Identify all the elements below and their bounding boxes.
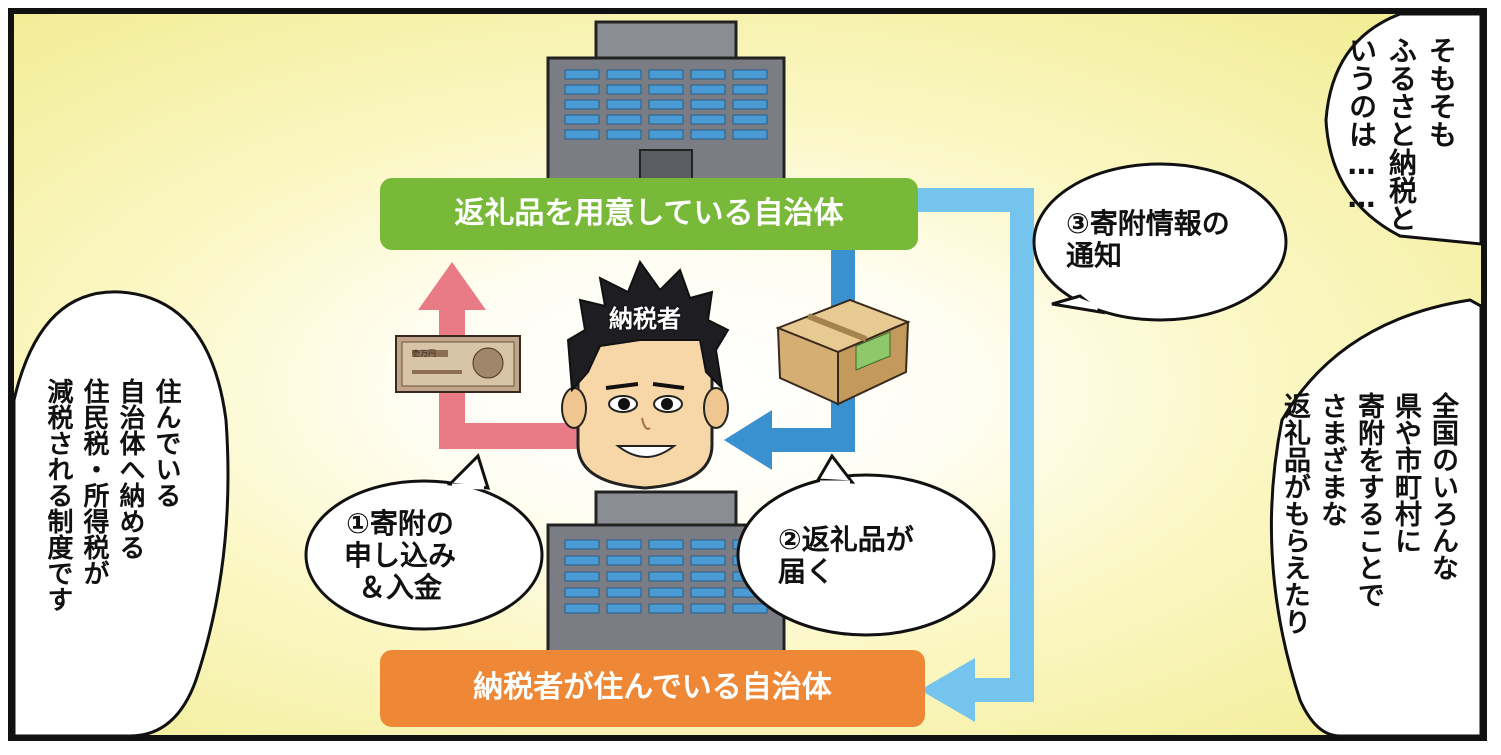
- narration-top-right-text: そもそも ふるさと納税と いうのは……: [1345, 36, 1458, 232]
- bubble-step3-text: ③寄附情報の 通知: [1066, 207, 1230, 273]
- bubble-step1-text: ①寄附の 申し込み ＆入金: [344, 507, 457, 605]
- speech-bubble-step3: [1032, 162, 1288, 322]
- narration-bottom-right-text: 全国のいろんな 県や市町村に 寄附をすることで さまざまな 返礼品がもらえたり: [1279, 392, 1458, 635]
- building-top-icon: [546, 20, 786, 185]
- narration-bubble-left: [12, 290, 230, 738]
- narration-bubble-top-right: [1324, 12, 1483, 246]
- narration-bubble-bottom-right: [1269, 298, 1483, 738]
- municipality-bottom-box: [380, 650, 925, 727]
- speech-bubble-step2: [736, 453, 996, 637]
- municipality-bottom-label: 納税者が住んでいる自治体: [473, 670, 832, 705]
- banknote-icon: [395, 335, 521, 393]
- municipality-top-label: 返礼品を用意している自治体: [454, 196, 844, 231]
- municipality-top-box: [380, 178, 918, 250]
- banknote-text: 壱万円: [412, 349, 436, 358]
- speech-bubble-step1: [304, 453, 544, 631]
- narration-left-text: 住んでいる 自治体へ納める 住民税・所得税が 減税される制度です: [43, 378, 181, 612]
- notification-arrow-icon: [916, 188, 1034, 702]
- bubble-step2-text: ②返礼品が 届く: [778, 523, 914, 589]
- taxpayer-label: 納税者: [609, 305, 681, 333]
- gift-box-icon: [775, 298, 911, 406]
- taxpayer-face-icon: [561, 259, 730, 490]
